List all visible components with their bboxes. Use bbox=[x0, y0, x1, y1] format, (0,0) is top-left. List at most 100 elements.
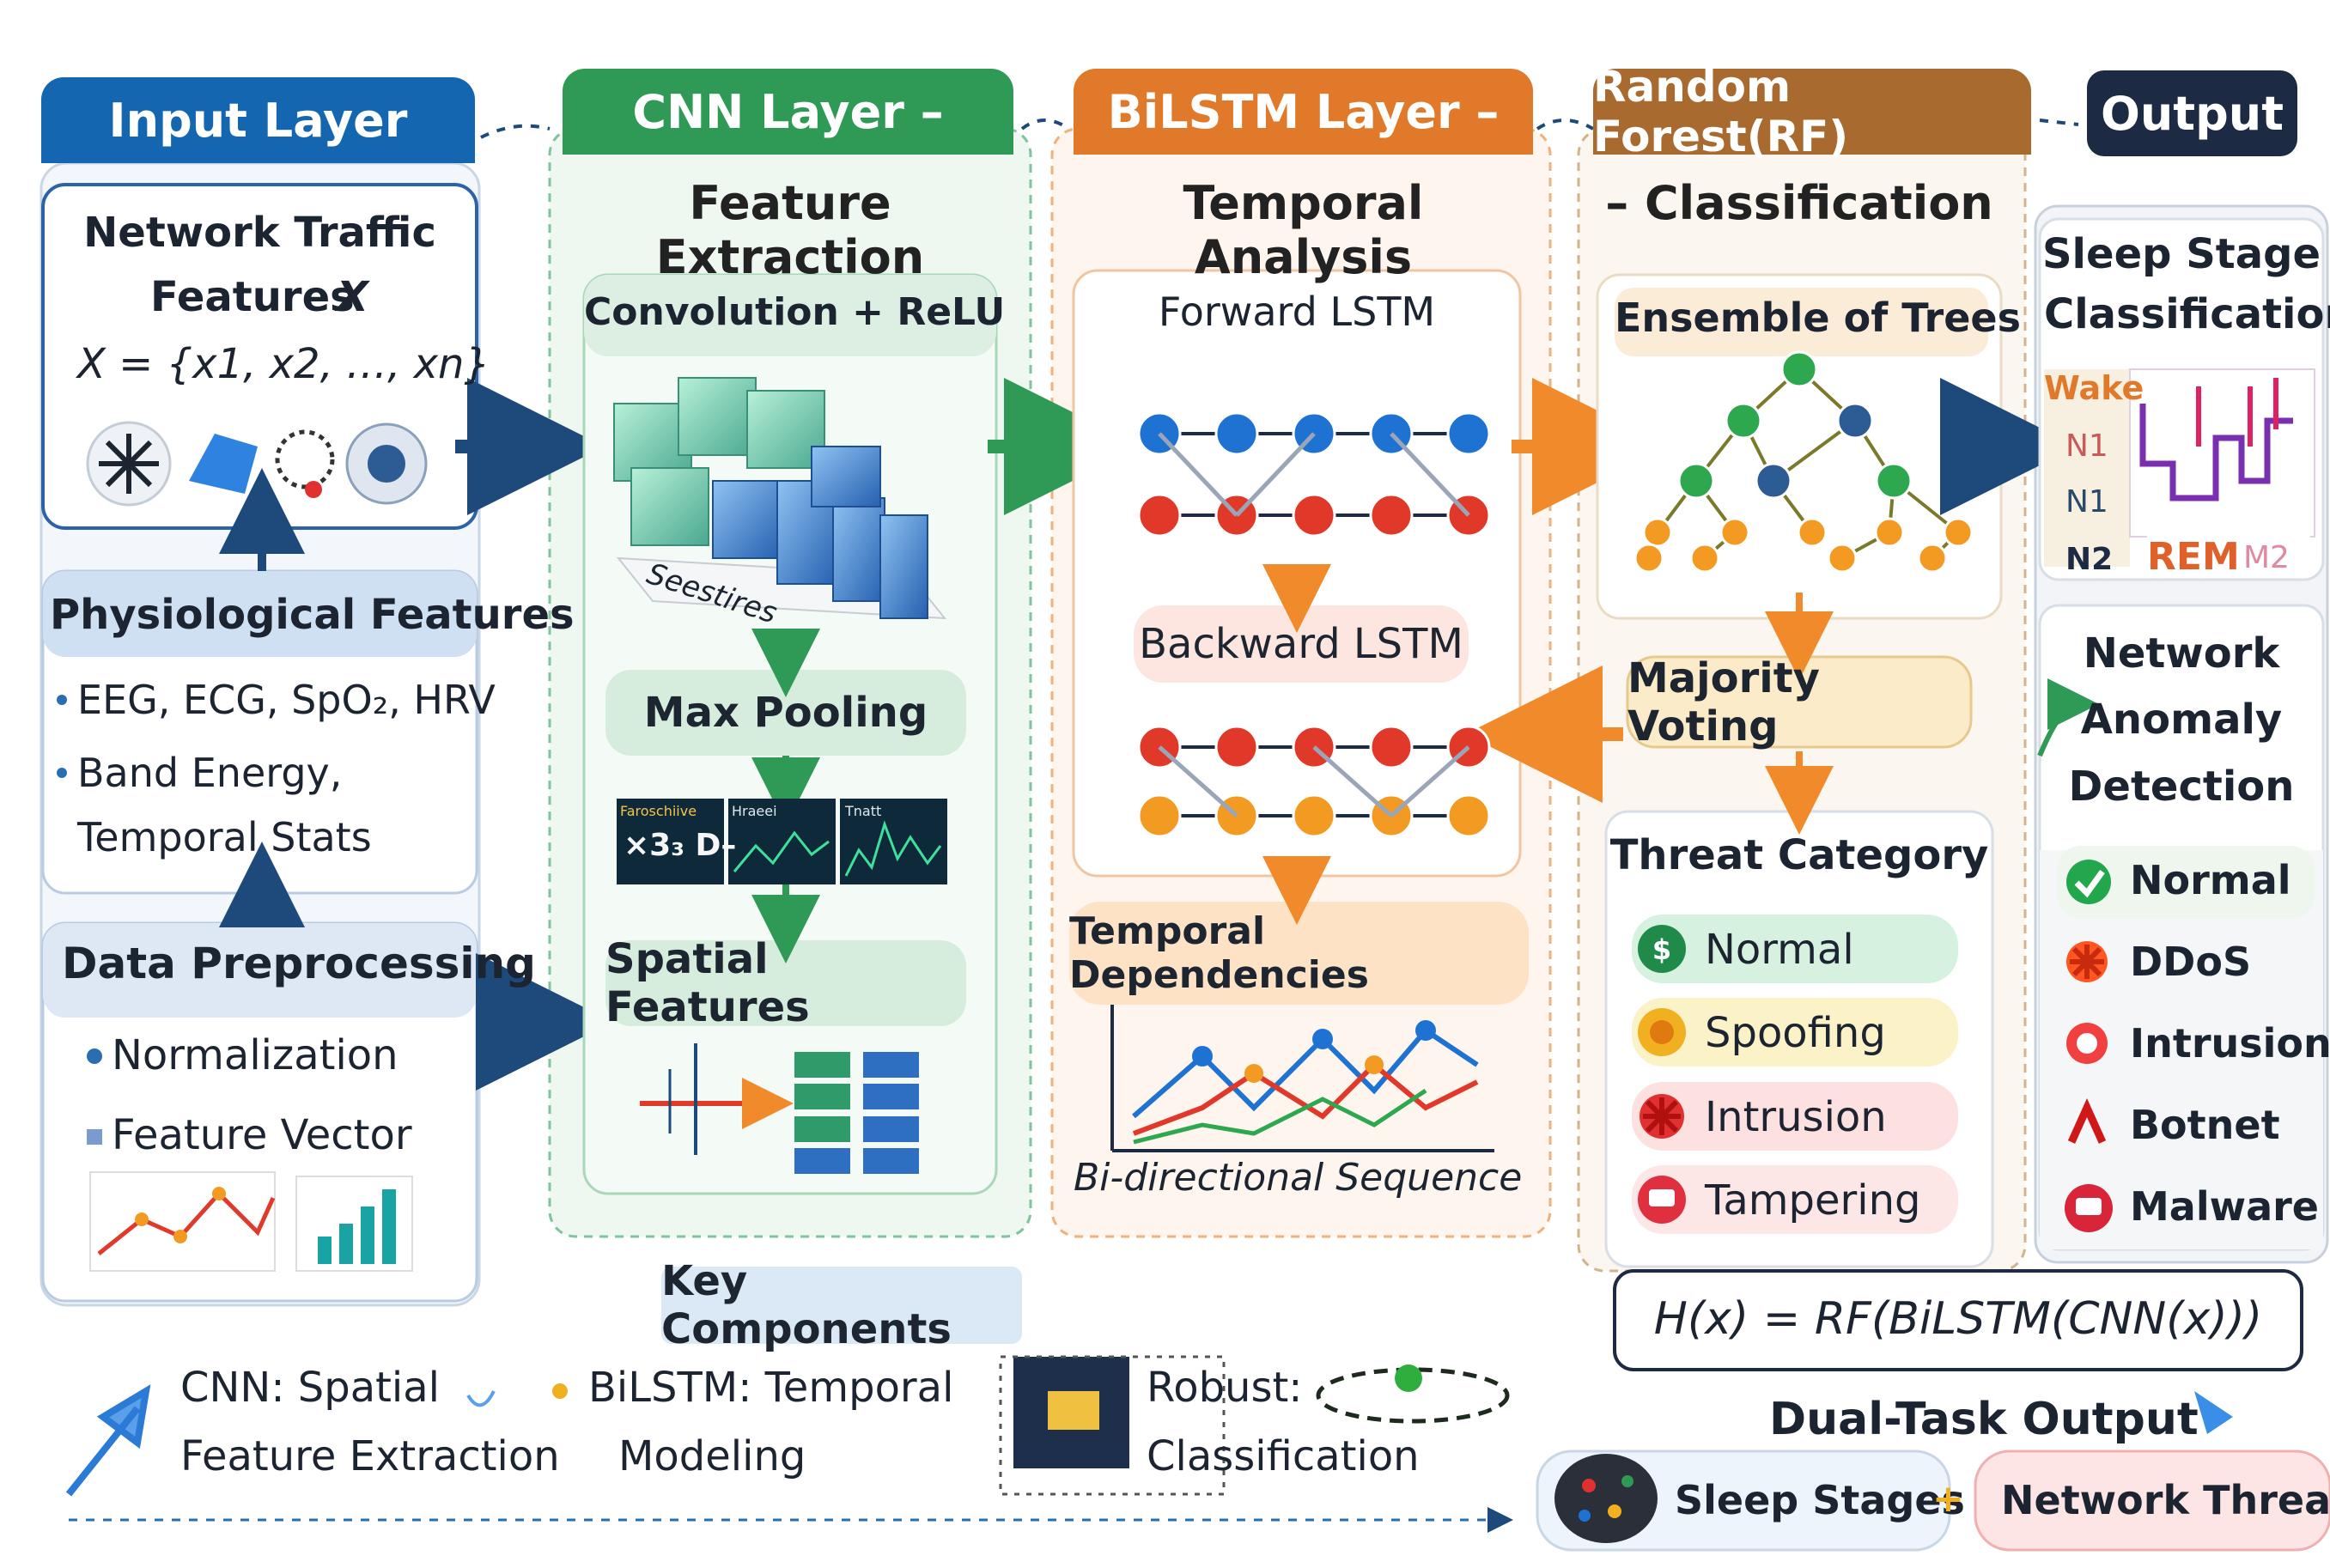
lstm-node bbox=[1446, 793, 1491, 838]
temporal-line-green bbox=[1133, 1088, 1427, 1145]
tree-node bbox=[1719, 517, 1750, 548]
network-traffic-line2: Features bbox=[150, 273, 355, 321]
temporal-point bbox=[1192, 1046, 1213, 1067]
stage-n1-a: N1 bbox=[2065, 428, 2108, 464]
tree-node bbox=[1875, 462, 1913, 500]
ensemble-of-trees-label: Ensemble of Trees bbox=[1615, 295, 2022, 341]
tree-node bbox=[1725, 402, 1762, 440]
preprocessing-item1: Normalization bbox=[112, 1031, 398, 1079]
temporal-point bbox=[1312, 1029, 1333, 1049]
bilstm-layer-header: BiLSTM Layer – bbox=[1074, 69, 1533, 155]
lstm-node bbox=[1137, 793, 1182, 838]
lstm-node bbox=[1369, 725, 1414, 769]
backward-lstm-label: Backward LSTM bbox=[1139, 620, 1463, 668]
key-cnn-line1: CNN: Spatial bbox=[180, 1364, 441, 1412]
header-connectors bbox=[69, 119, 2079, 1533]
tree-node bbox=[1797, 517, 1828, 548]
bilstm-boxes bbox=[1069, 269, 1670, 1152]
bottom-section bbox=[65, 1267, 2330, 1552]
lstm-cross-link bbox=[1158, 745, 1238, 817]
preprocessing-item2: Feature Vector bbox=[112, 1111, 412, 1159]
lstm-node bbox=[1292, 493, 1336, 538]
temporal-point bbox=[1415, 1020, 1436, 1041]
anomaly-title-1: Network bbox=[2083, 629, 2280, 678]
bilstm-layer-title: BiLSTM Layer – bbox=[1107, 84, 1500, 139]
dual-task-sleep: Sleep Stages bbox=[1675, 1477, 1965, 1523]
lstm-cross-link bbox=[1390, 745, 1470, 817]
cnn-boxes bbox=[582, 273, 1141, 1195]
anomaly-malware: Malware bbox=[2130, 1183, 2320, 1230]
dual-task-network: Network Threats bbox=[2001, 1477, 2330, 1523]
cnn-subtitle: Feature Extraction bbox=[655, 176, 925, 284]
rf-layer-header: Random Forest(RF) bbox=[1593, 62, 2031, 161]
key-robust-line1: Robust: bbox=[1147, 1364, 1303, 1412]
tree-node bbox=[1943, 517, 1974, 548]
anomaly-title-2: Anomaly bbox=[2080, 696, 2283, 744]
feature-map-label-2: Hraeei bbox=[732, 803, 777, 819]
majority-voting-label: Majority Voting bbox=[1627, 653, 1820, 751]
tensor-cubes bbox=[613, 377, 928, 619]
tree-node bbox=[1689, 543, 1720, 574]
output-boxes bbox=[2037, 217, 2325, 1251]
cnn-layer-header: CNN Layer – bbox=[563, 69, 1013, 155]
forward-lstm-label: Forward LSTM bbox=[1158, 289, 1436, 335]
input-layer-header: Input Layer bbox=[41, 77, 475, 163]
lstm-node bbox=[1214, 411, 1259, 456]
spatial-features-label: Spatial Features bbox=[605, 935, 810, 1031]
threat-tampering: Tampering bbox=[1705, 1176, 1921, 1225]
lstm-cross-link bbox=[1390, 432, 1470, 517]
max-pooling-label: Max Pooling bbox=[643, 689, 928, 737]
rf-boxes: $ bbox=[1596, 273, 2078, 1268]
physiological-item1: EEG, ECG, SpO₂, HRV bbox=[77, 677, 496, 723]
temporal-point bbox=[1244, 1064, 1263, 1083]
key-bilstm-line2: Modeling bbox=[618, 1432, 806, 1480]
stage-wake: Wake bbox=[2044, 369, 2144, 407]
lstm-node bbox=[1292, 793, 1336, 838]
stage-n2: N2 bbox=[2065, 542, 2114, 577]
output-title: Output bbox=[2100, 86, 2284, 141]
lstm-cross-link bbox=[1235, 432, 1316, 517]
output-header: Output bbox=[2087, 70, 2297, 156]
threat-spoofing: Spoofing bbox=[1705, 1009, 1886, 1057]
temporal-dependencies-label: Temporal Dependencies bbox=[1069, 909, 1369, 997]
tree-node bbox=[1633, 543, 1664, 574]
temporal-chart bbox=[1132, 1020, 1479, 1145]
physiological-item2: Band Energy, bbox=[77, 750, 343, 796]
tree-node bbox=[1874, 517, 1905, 548]
tree-node bbox=[1827, 543, 1858, 574]
network-traffic-line1: Network Traffic bbox=[83, 209, 436, 257]
stage-rem: REM bbox=[2147, 535, 2240, 579]
anomaly-title-3: Detection bbox=[2068, 763, 2295, 811]
tree-node bbox=[1677, 462, 1715, 500]
svg-text:$: $ bbox=[1652, 933, 1671, 966]
bidirectional-sequence-label: Bi-directional Sequence bbox=[1074, 1156, 1523, 1200]
cnn-layer-title: CNN Layer – bbox=[632, 84, 944, 139]
dual-task-title: Dual-Task Output bbox=[1769, 1394, 2199, 1445]
input-layer-title: Input Layer bbox=[108, 93, 408, 148]
temporal-point bbox=[1365, 1055, 1384, 1074]
feature-map-label-1: Faroschiive bbox=[620, 803, 697, 819]
stage-m2: M2 bbox=[2243, 540, 2290, 575]
threat-intrusion: Intrusion bbox=[1705, 1093, 1887, 1141]
key-cnn-line2: Feature Extraction bbox=[180, 1432, 560, 1480]
anomaly-normal: Normal bbox=[2130, 857, 2291, 903]
rf-layer-title: Random Forest(RF) bbox=[1593, 62, 1849, 161]
lstm-node bbox=[1137, 493, 1182, 538]
key-components-title: Key Components bbox=[661, 1257, 952, 1353]
tree-node bbox=[1755, 462, 1792, 500]
anomaly-ddos: DDoS bbox=[2130, 939, 2252, 985]
tree-node bbox=[1780, 350, 1818, 388]
anomaly-botnet: Botnet bbox=[2130, 1102, 2280, 1148]
spatial-blocks bbox=[794, 1052, 919, 1174]
physiological-title: Physiological Features bbox=[50, 591, 575, 639]
preprocessing-title: Data Preprocessing bbox=[62, 939, 536, 988]
lstm-network bbox=[1137, 411, 1491, 838]
key-robust-line2: Classification bbox=[1147, 1432, 1420, 1480]
lstm-cross-link bbox=[1158, 432, 1238, 517]
lstm-node bbox=[1369, 493, 1414, 538]
network-traffic-var: X bbox=[337, 273, 369, 321]
tree-node bbox=[1642, 517, 1673, 548]
sleep-stage-title-1: Sleep Stage bbox=[2041, 230, 2321, 278]
